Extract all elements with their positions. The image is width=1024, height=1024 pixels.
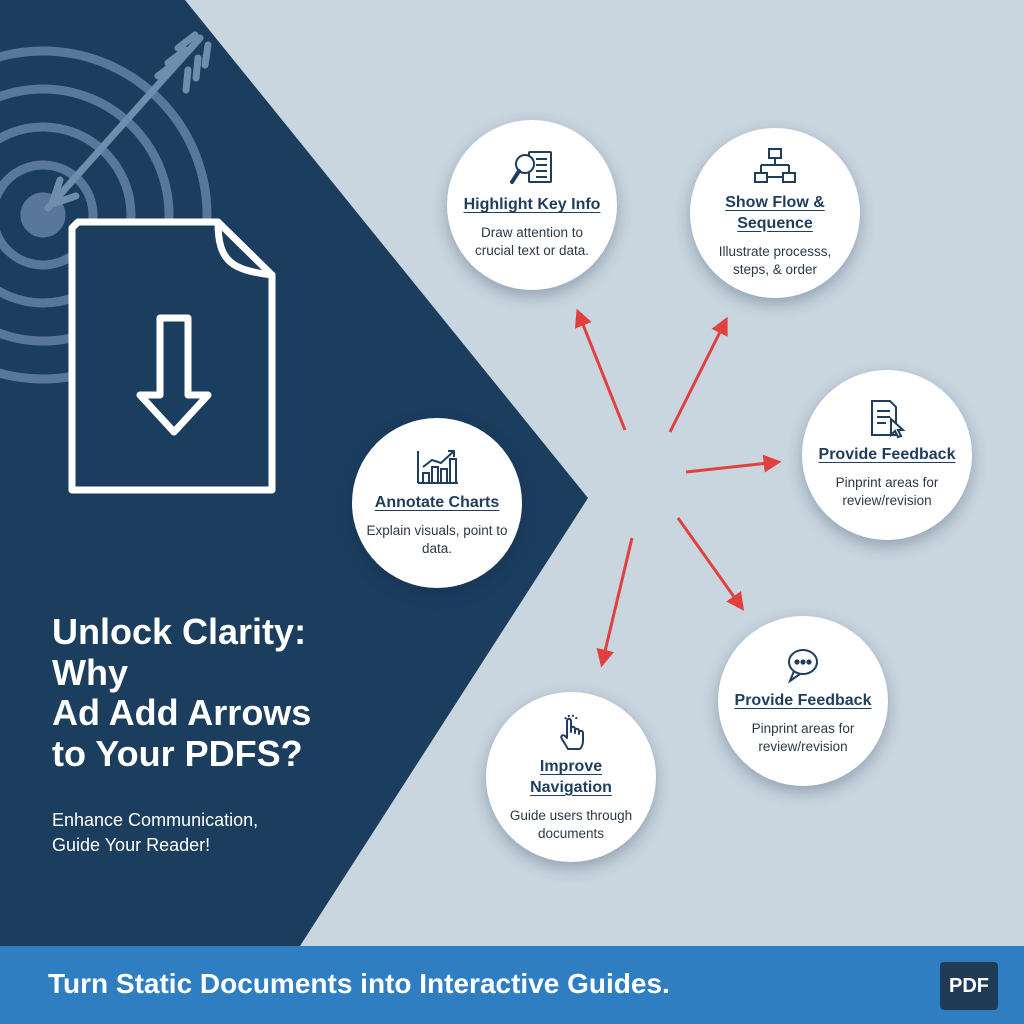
document-download-icon	[68, 218, 276, 494]
flowchart-icon	[754, 147, 796, 183]
subheadline: Enhance Communication, Guide Your Reader…	[52, 808, 352, 858]
card-description: Draw attention to crucial text or data.	[474, 225, 590, 259]
callout-arrows	[574, 308, 782, 668]
card-highlight-key-info: Highlight Key Info Draw attention to cru…	[447, 120, 617, 290]
document-cursor-icon	[871, 400, 906, 439]
card-title: Provide Feedback	[734, 692, 872, 710]
headline-line: to Your PDFS?	[52, 733, 303, 775]
card-title: Highlight Key Info	[463, 196, 601, 214]
headline: Unlock Clarity: Why Ad Add Arrows to You…	[52, 611, 412, 775]
pdf-badge-icon: PDF	[940, 962, 998, 1010]
magnifier-document-icon	[510, 151, 552, 185]
hand-pointer-icon	[560, 714, 584, 750]
speech-bubble-icon	[787, 649, 818, 685]
card-annotate-charts: Annotate Charts Explain visuals, point t…	[352, 418, 522, 588]
subheadline-line: Enhance Communication,	[52, 810, 259, 830]
headline-line: Why	[52, 651, 128, 693]
card-show-flow: Show Flow & Sequence Illustrate processs…	[690, 128, 860, 298]
card-improve-navigation: Improve Navigation Guide users through d…	[486, 692, 656, 862]
subheadline-line: Guide Your Reader!	[52, 835, 211, 856]
card-description: Guide users through documents	[509, 807, 633, 841]
card-description: Pinprint areas for review/revision	[835, 475, 939, 509]
headline-line: Unlock Clarity:	[52, 611, 307, 652]
card-provide-feedback-1: Provide Feedback Pinprint areas for revi…	[802, 370, 972, 540]
bar-chart-icon	[417, 450, 458, 485]
card-title: Annotate Charts	[374, 494, 500, 512]
headline-line: Ad Add Arrows	[52, 692, 312, 734]
card-title: Show Flow & Sequence	[725, 193, 825, 232]
card-description: Illustrate processs, steps, & order	[718, 243, 832, 277]
card-description: Pinprint areas for review/revision	[751, 721, 855, 755]
card-provide-feedback-2: Provide Feedback Pinprint areas for revi…	[718, 616, 888, 786]
footer-text: Turn Static Documents into Interactive G…	[48, 968, 670, 999]
card-title: Improve Navigation	[530, 757, 612, 796]
card-description: Explain visuals, point to data.	[366, 523, 508, 557]
target-arrow-icon	[44, 31, 212, 212]
card-title: Provide Feedback	[818, 446, 956, 464]
footer-banner: Turn Static Documents into Interactive G…	[0, 946, 1024, 1024]
